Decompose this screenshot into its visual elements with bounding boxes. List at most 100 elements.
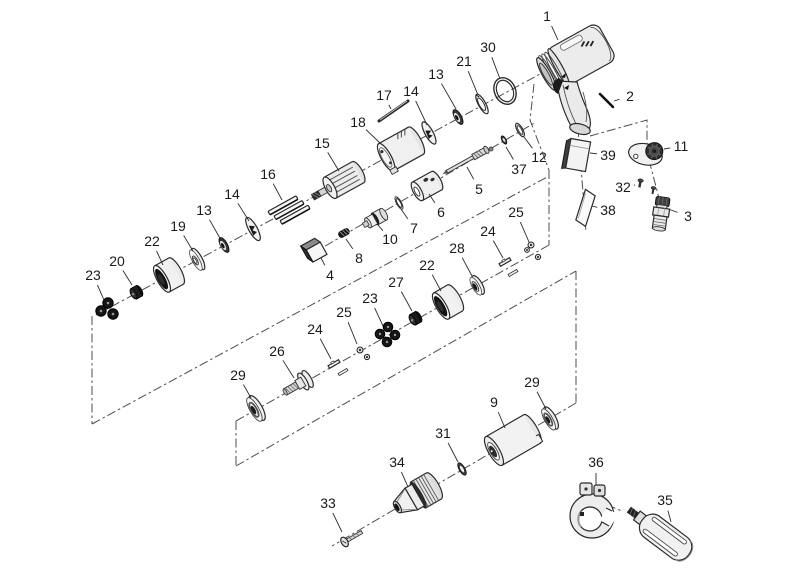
part-label-2-1: 2 — [613, 88, 634, 104]
part-rotor-vanes — [267, 195, 311, 225]
part-label-27-32: 27 — [388, 274, 413, 312]
part-label-26-31: 26 — [269, 343, 295, 379]
part-washer-37 — [500, 135, 508, 145]
leader-line — [467, 71, 479, 96]
leader-line — [667, 208, 678, 213]
leader-line — [332, 512, 343, 533]
part-number-text: 34 — [389, 454, 405, 470]
part-keys-24-lower — [327, 358, 349, 377]
part-number-text: 6 — [437, 204, 445, 220]
part-number-text: 17 — [376, 87, 392, 103]
part-number-text: 39 — [600, 147, 616, 163]
part-valve-stem — [442, 145, 490, 175]
leader-line — [345, 238, 354, 250]
part-number-text: 25 — [508, 204, 524, 220]
trigger — [552, 78, 563, 94]
part-spacers-25-upper — [524, 241, 542, 261]
part-number-text: 29 — [230, 367, 246, 383]
part-washer-31 — [457, 462, 467, 476]
part-label-36-42: 36 — [588, 454, 604, 485]
part-number-text: 20 — [109, 253, 125, 269]
leader-line — [492, 240, 504, 259]
part-number-text: 7 — [410, 220, 418, 236]
part-number-text: 8 — [355, 250, 363, 266]
part-number-text: 24 — [480, 223, 496, 239]
leader-line — [320, 257, 326, 266]
leader-line — [591, 205, 598, 208]
part-output-shaft — [282, 369, 314, 396]
part-planet-gears-motor — [95, 297, 119, 320]
part-label-9-8: 9 — [490, 394, 506, 429]
leader-line — [466, 166, 475, 180]
part-o-ring-12 — [515, 122, 525, 138]
part-gear-housing — [483, 413, 544, 467]
part-number-text: 9 — [490, 394, 498, 410]
part-bearing-29-right — [541, 406, 560, 431]
part-label-30-36: 30 — [480, 39, 501, 80]
part-cylinder-pin — [377, 99, 410, 123]
part-label-20-21: 20 — [109, 253, 133, 286]
part-number-text: 23 — [85, 267, 101, 283]
part-screw-32b — [650, 186, 657, 195]
leader-line — [243, 384, 252, 399]
leader-line — [536, 391, 547, 410]
leader-line — [523, 136, 533, 149]
part-label-5-4: 5 — [466, 166, 483, 197]
part-label-25-30: 25 — [336, 304, 358, 345]
part-number-text: 22 — [144, 233, 160, 249]
leader-line — [400, 208, 409, 220]
leader-line — [519, 221, 530, 243]
part-label-11-10: 11 — [663, 138, 689, 154]
part-label-34-40: 34 — [389, 454, 409, 488]
part-reverse-pin — [598, 92, 615, 109]
leader-line — [663, 147, 671, 150]
part-number-text: 30 — [480, 39, 496, 55]
part-label-13-13: 13 — [196, 202, 222, 241]
leader-line — [97, 284, 105, 301]
part-number-text: 12 — [531, 149, 547, 165]
part-label-7-6: 7 — [400, 208, 418, 236]
leader-line — [156, 250, 164, 266]
part-inlet-bushing — [651, 195, 671, 232]
part-number-text: 11 — [674, 138, 689, 154]
part-label-28-33: 28 — [449, 240, 473, 277]
part-number-text: 29 — [524, 374, 540, 390]
part-screw-32a — [637, 178, 644, 188]
part-cylinder — [376, 126, 426, 176]
part-number-text: 14 — [224, 186, 240, 202]
part-label-1-0: 1 — [543, 8, 559, 41]
part-screw-33 — [340, 529, 364, 548]
parts-layer — [95, 24, 694, 562]
part-number-text: 14 — [403, 83, 419, 99]
leader-line — [377, 224, 384, 231]
leader-line — [431, 274, 442, 292]
leader-line — [551, 25, 559, 41]
part-rotor — [310, 160, 366, 201]
part-label-29-35: 29 — [524, 374, 547, 410]
part-pinion-27 — [408, 310, 423, 326]
part-number-text: 19 — [170, 218, 186, 234]
part-label-14-14: 14 — [403, 83, 428, 126]
leader-line — [497, 411, 506, 429]
leader-line — [282, 360, 295, 379]
part-number-text: 23 — [362, 290, 378, 306]
part-number-text: 27 — [388, 274, 404, 290]
leader-line — [237, 203, 250, 222]
leader-line — [319, 338, 332, 360]
leader-line — [327, 152, 340, 172]
part-number-text: 36 — [588, 454, 604, 470]
part-end-plate-rear — [245, 216, 261, 242]
part-label-21-22: 21 — [456, 53, 479, 96]
part-number-text: 22 — [419, 257, 435, 273]
part-washer-19 — [189, 247, 206, 271]
leader-line — [441, 83, 457, 110]
labels-layer: 1234567891011121313141415161718192021222… — [85, 8, 692, 533]
part-label-38-44: 38 — [591, 202, 616, 218]
part-label-22-23: 22 — [144, 233, 164, 266]
leader-line — [461, 257, 473, 277]
part-number-text: 10 — [382, 231, 398, 247]
part-label-19-20: 19 — [170, 218, 194, 252]
part-label-23-26: 23 — [362, 290, 384, 327]
